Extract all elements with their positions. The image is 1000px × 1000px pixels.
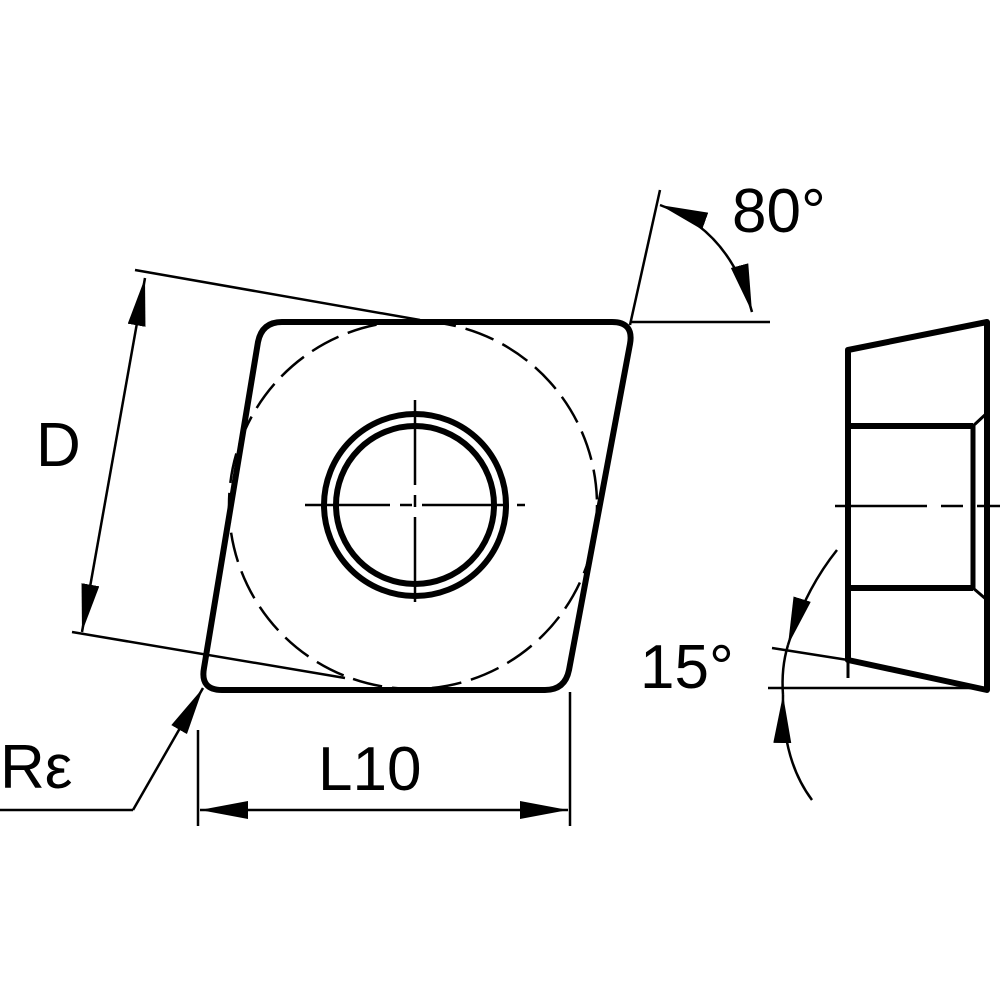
side-view bbox=[835, 319, 1000, 693]
dimension-15-angle bbox=[768, 549, 987, 801]
label-d: D bbox=[36, 411, 81, 480]
dimension-l10 bbox=[196, 692, 572, 826]
label-l10: L10 bbox=[318, 735, 421, 804]
inscribed-circle bbox=[227, 319, 599, 691]
label-15-degree: 15° bbox=[640, 633, 734, 702]
dimension-d bbox=[71, 268, 421, 680]
centerlines bbox=[305, 400, 525, 612]
label-r-epsilon: Rε bbox=[0, 733, 72, 802]
dimension-80-angle bbox=[628, 189, 770, 326]
label-80-degree: 80° bbox=[732, 177, 826, 246]
dimension-corner-radius bbox=[0, 687, 205, 812]
insert-outline bbox=[200, 319, 634, 693]
